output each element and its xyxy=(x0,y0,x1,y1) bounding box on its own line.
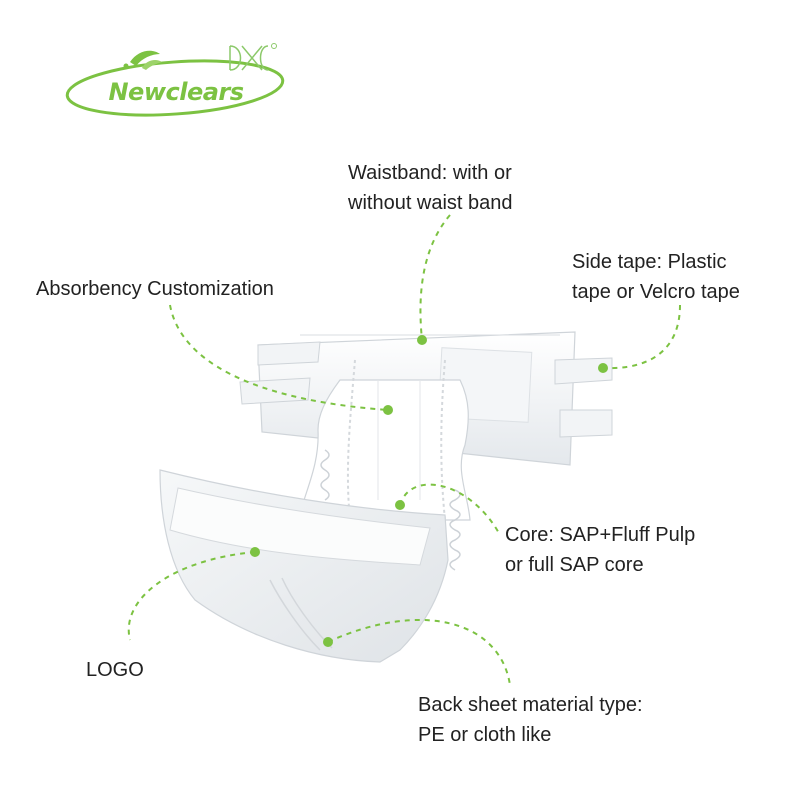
leader-back-sheet xyxy=(327,619,511,686)
callout-logo: LOGO xyxy=(86,655,144,685)
callout-core: Core: SAP+Fluff Pulp or full SAP core xyxy=(505,520,695,580)
leader-side-tape xyxy=(602,304,681,370)
callout-logo-line1: LOGO xyxy=(86,659,144,681)
front-panel xyxy=(159,469,449,663)
callout-core-line1: Core: SAP+Fluff Pulp xyxy=(505,524,696,546)
callout-back-sheet: Back sheet material type: PE or cloth li… xyxy=(418,690,643,750)
callout-absorbency-line1: Absorbency Customization xyxy=(36,278,274,300)
callout-core-line2: or full SAP core xyxy=(505,554,644,576)
callout-waistband: Waistband: with or without waist band xyxy=(348,158,513,218)
callout-back-sheet-line1: Back sheet material type: xyxy=(418,694,643,716)
callout-back-sheet-line2: PE or cloth like xyxy=(418,724,552,746)
absorbent-core xyxy=(299,359,471,521)
callout-waistband-line2: without waist band xyxy=(348,192,513,214)
callout-side-tape-line1: Side tape: Plastic xyxy=(572,251,727,273)
callout-side-tape: Side tape: Plastic tape or Velcro tape xyxy=(572,247,740,307)
leader-waistband xyxy=(419,214,451,341)
brand-swoosh-icon xyxy=(65,50,285,117)
leader-logo xyxy=(127,551,256,641)
brand-name: Newclears xyxy=(108,78,244,106)
callout-waistband-line1: Waistband: with or xyxy=(348,162,512,184)
leader-lines xyxy=(127,214,681,686)
leader-dots xyxy=(250,335,608,647)
callout-absorbency: Absorbency Customization xyxy=(36,274,274,304)
side-tapes-right xyxy=(554,357,613,438)
brand-logo: Newclears xyxy=(60,40,290,120)
leader-absorbency xyxy=(169,304,389,411)
callout-side-tape-line2: tape or Velcro tape xyxy=(572,281,740,303)
dx-monogram-icon xyxy=(229,43,277,71)
leader-core xyxy=(399,483,501,536)
